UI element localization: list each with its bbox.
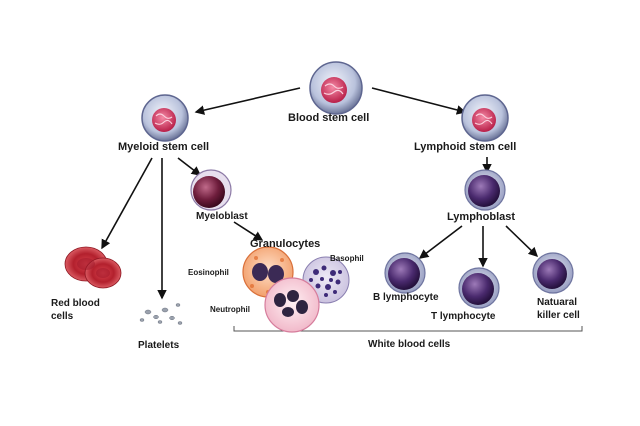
red-blood-cells-label-line2: cells — [51, 311, 74, 322]
arrow-lymphoblast-to-b — [418, 225, 463, 259]
arrow-myeloblast-to-granulocytes — [233, 221, 264, 241]
arrow-lymphoblast-to-nk — [505, 225, 539, 258]
t-lymphocyte-illustration — [458, 267, 500, 309]
t-lymphocyte-label: T lymphocyte — [431, 311, 496, 322]
lymphoblast-label: Lymphoblast — [447, 211, 516, 223]
white-blood-cells-bracket — [233, 326, 583, 332]
b-lymphocyte-illustration — [384, 252, 426, 294]
platelets-illustration — [139, 303, 183, 325]
neutrophil-label: Neutrophil — [210, 305, 250, 314]
lymphoid-stem-cell-illustration — [461, 94, 509, 142]
arrows — [101, 87, 539, 300]
red-blood-cells-illustration — [64, 246, 122, 289]
lymphoblast-illustration — [464, 169, 506, 211]
myeloid-stem-cell-illustration — [141, 94, 189, 142]
lymphoid-stem-cell-label: Lymphoid stem cell — [414, 141, 517, 153]
blood-stem-cell-label: Blood stem cell — [288, 112, 370, 124]
myeloid-stem-cell-label: Myeloid stem cell — [118, 141, 210, 153]
platelets-label: Platelets — [138, 340, 180, 351]
myeloblast-illustration — [190, 169, 232, 211]
basophil-label: Basophil — [330, 254, 364, 263]
white-blood-cells-label: White blood cells — [368, 339, 451, 350]
neutrophil-illustration — [264, 277, 320, 333]
arrow-myeloid-to-myeloblast — [177, 157, 202, 176]
arrow-stem-to-myeloid — [194, 87, 301, 115]
natural-killer-cell-label-line2: killer cell — [537, 310, 580, 321]
blood-stem-cell-illustration — [309, 61, 363, 115]
natural-killer-cell-label-line1: Natuaral — [537, 297, 578, 308]
b-lymphocyte-label: B lymphocyte — [373, 292, 439, 303]
arrow-myeloid-to-rbc — [101, 157, 153, 250]
granulocytes-label: Granulocytes — [250, 238, 321, 250]
natural-killer-cell-illustration — [532, 252, 574, 294]
red-blood-cells-label-line1: Red blood — [51, 298, 100, 309]
myeloblast-label: Myeloblast — [196, 211, 248, 222]
arrow-stem-to-lymphoid — [371, 87, 467, 115]
eosinophil-label: Eosinophil — [188, 268, 229, 277]
